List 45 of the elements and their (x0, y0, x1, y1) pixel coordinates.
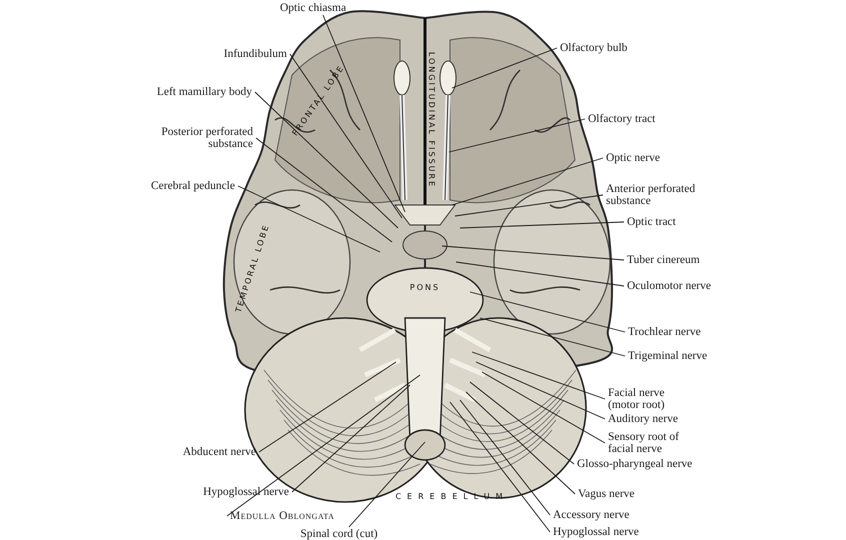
part-label: Optic chiasma (280, 2, 346, 14)
region-label: CEREBELLUM (395, 492, 509, 501)
part-label: Vagus nerve (578, 488, 635, 500)
leader-line (470, 382, 574, 464)
leader-line (460, 400, 550, 516)
leader-line (466, 392, 576, 494)
part-label: Optic tract (627, 216, 676, 228)
part-label: Olfactory bulb (560, 42, 628, 54)
part-label: Abducent nerve (182, 446, 256, 458)
part-label: Olfactory tract (588, 113, 656, 125)
leader-line (476, 362, 606, 420)
part-label: Spinal cord (cut) (300, 528, 378, 540)
leader-line (254, 92, 398, 228)
part-label: Infundibulum (224, 48, 287, 60)
leader-line (450, 402, 550, 532)
part-label: Auditory nerve (608, 413, 678, 425)
region-label: PONS (410, 283, 440, 292)
leader-line (460, 222, 624, 228)
part-label: Anterior perforated substance (606, 183, 714, 207)
part-label: Medulla Oblongata (230, 510, 334, 522)
leader-line (470, 292, 626, 332)
leader-line (448, 118, 586, 152)
part-label: Posterior perforated substance (143, 126, 253, 150)
leader-line (292, 384, 410, 492)
leader-line (226, 374, 420, 516)
part-label: Oculomotor nerve (627, 280, 711, 292)
part-label: Hypoglossal nerve (203, 486, 289, 498)
part-label: Left mamillary body (156, 86, 252, 98)
leader-line (472, 352, 606, 400)
part-label: Glosso-pharyngeal nerve (577, 458, 692, 470)
leader-line (482, 372, 606, 444)
leader-line (238, 186, 380, 252)
part-label: Trigeminal nerve (628, 350, 708, 362)
part-label: Optic nerve (606, 152, 660, 164)
leader-line (348, 442, 426, 528)
part-label: Hypoglossal nerve (553, 526, 639, 538)
region-label: LONGITUDINAL FISSURE (427, 52, 436, 188)
part-label: Accessory nerve (553, 509, 630, 521)
part-label: Facial nerve (motor root) (608, 387, 678, 411)
leader-line (258, 362, 396, 452)
leader-line (454, 194, 604, 216)
part-label: Sensory root of facial nerve (608, 431, 698, 455)
part-label: Cerebral peduncle (151, 180, 235, 192)
part-label: Trochlear nerve (628, 326, 701, 338)
part-label: Tuber cinereum (627, 254, 700, 266)
